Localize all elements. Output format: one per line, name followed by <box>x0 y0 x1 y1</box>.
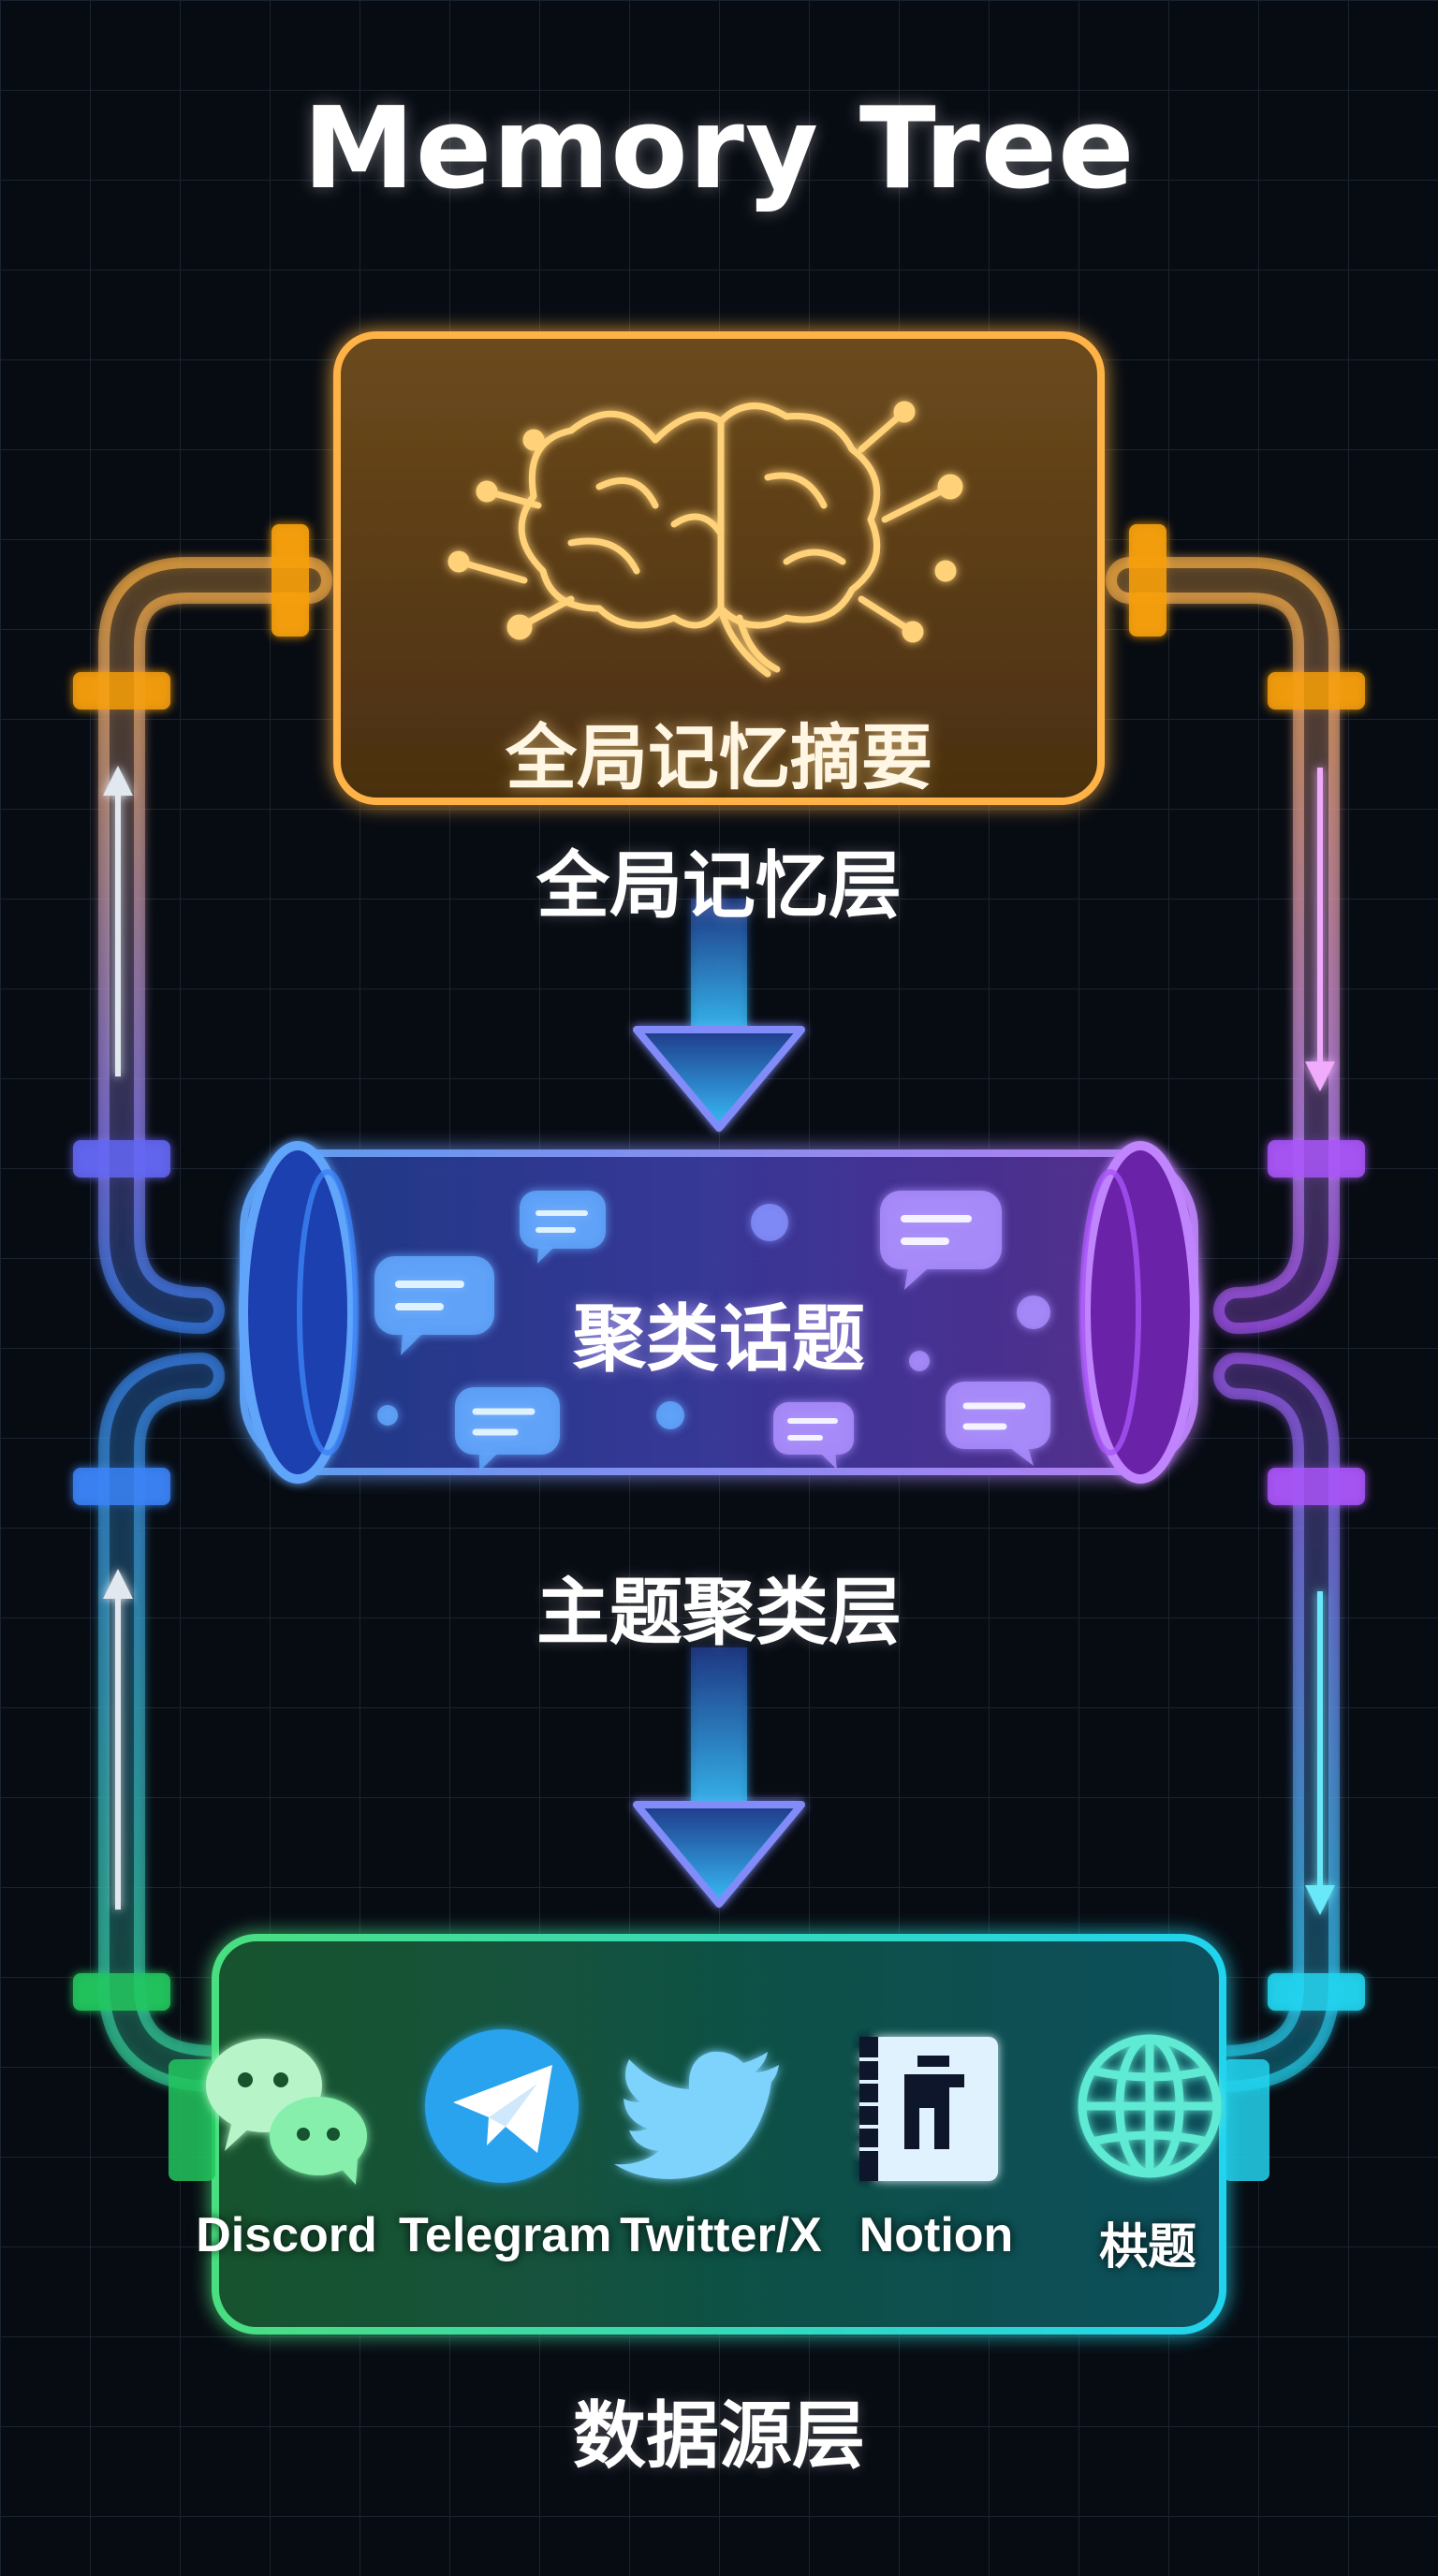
left-up-arrow-upper <box>103 766 133 1076</box>
diagram-title: Memory Tree <box>302 84 1136 214</box>
flow-arrow-cluster-to-sources <box>633 1647 805 1908</box>
chat-bubbles-icon <box>206 2039 367 2185</box>
source-label-discord: Discord <box>196 2208 377 2262</box>
source-label-other: 栱题 <box>1098 2220 1196 2275</box>
twitter-bird-icon <box>614 2051 779 2179</box>
left-feedback-pipe <box>73 524 332 2092</box>
flow-arrow-global-to-cluster <box>633 899 805 1132</box>
topic-cluster-title: 聚类话题 <box>572 1297 865 1382</box>
global-memory-box-title: 全局记忆摘要 <box>506 716 932 799</box>
chat-bubble-icon <box>773 1402 854 1470</box>
brain-icon <box>448 401 963 678</box>
chat-bubble-icon <box>880 1191 1002 1290</box>
data-source-layer-label: 数据源层 <box>572 2394 865 2479</box>
global-memory-layer-label: 全局记忆层 <box>536 844 902 929</box>
source-label-twitter: Twitter/X <box>620 2208 822 2262</box>
chat-bubble-icon <box>455 1387 560 1471</box>
right-feedback-pipe <box>1106 524 1365 2092</box>
chat-bubble-icon <box>520 1191 606 1264</box>
notion-notebook-icon <box>859 2037 998 2181</box>
source-label-telegram: Telegram <box>399 2208 612 2262</box>
right-down-arrow-lower <box>1305 1591 1335 1915</box>
telegram-plane-icon <box>425 2029 579 2183</box>
left-up-arrow-lower <box>103 1569 133 1910</box>
globe-icon <box>1078 2034 1222 2178</box>
topic-cluster-layer-label: 主题聚类层 <box>536 1571 902 1655</box>
chat-bubble-icons <box>374 1191 1050 1471</box>
chat-bubble-icon <box>374 1256 494 1355</box>
right-down-arrow-upper <box>1305 768 1335 1091</box>
chat-bubble-icon <box>946 1382 1050 1466</box>
source-label-notion: Notion <box>858 2208 1014 2262</box>
